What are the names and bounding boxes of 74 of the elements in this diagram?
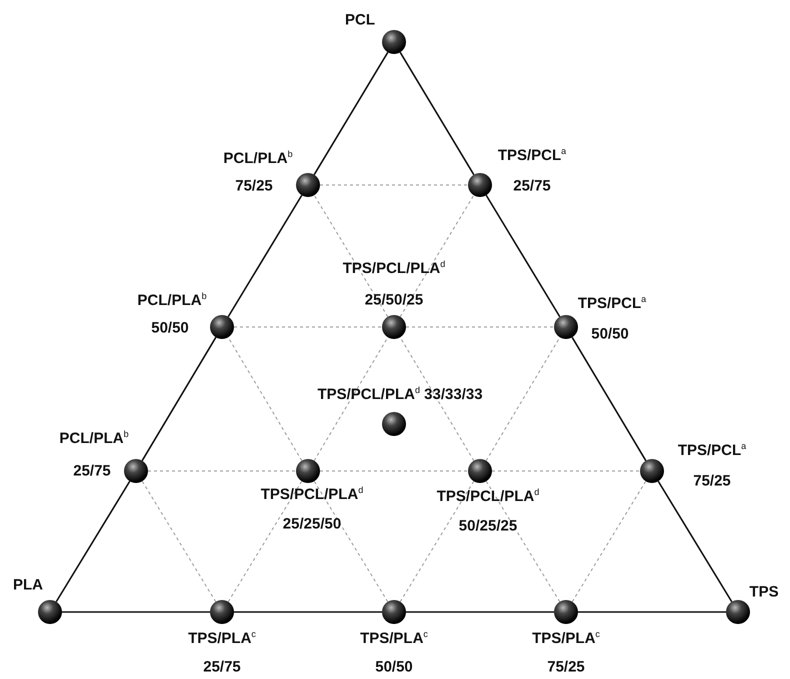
dashed-grid-line: [400, 194, 474, 318]
triangle-side-line: [406, 611, 554, 613]
dashed-grid-line: [148, 470, 296, 472]
triangle-side-line: [486, 194, 560, 318]
sphere-marker: [124, 459, 148, 483]
sphere-marker: [296, 173, 320, 197]
dashed-grid-line: [572, 480, 646, 602]
triangle-side-line: [578, 611, 726, 613]
point-label: PCL/PLA$^{b}$: [223, 150, 293, 166]
point-label: TPS/PLA$^{c}$: [188, 630, 256, 646]
sphere-marker: [38, 600, 62, 624]
dashed-grid-line: [320, 184, 468, 186]
dashed-grid-line: [486, 336, 560, 462]
sphere-marker: [210, 315, 234, 339]
triangle-side-line: [314, 52, 388, 176]
dashed-grid-line: [320, 470, 468, 472]
sphere-marker: [382, 412, 406, 436]
sphere-marker: [296, 459, 320, 483]
sphere-marker: [382, 30, 406, 54]
triangle-side-line: [228, 194, 302, 318]
dashed-grid-line: [314, 480, 388, 602]
triangle-side-line: [56, 480, 130, 602]
sphere-marker: [554, 600, 578, 624]
sphere-marker: [210, 600, 234, 624]
point-label: 50/50: [151, 320, 189, 336]
sphere-marker: [554, 315, 578, 339]
point-label: TPS/PCL/PLA$^{d}$: [260, 486, 364, 502]
point-label: TPS/PCL$^{a}$: [678, 442, 746, 458]
point-label: PLA: [13, 578, 43, 592]
point-label: TPS/PCL/PLA$^{d}$ 33/33/33: [317, 386, 483, 402]
point-label: PCL/PLA$^{b}$: [137, 292, 207, 308]
point-label: 50/25/25: [458, 518, 518, 534]
point-label: PCL/PLA$^{b}$: [59, 430, 129, 446]
point-label: 25/75: [73, 464, 111, 478]
dashed-grid-line: [314, 194, 388, 318]
point-label: PCL: [345, 12, 375, 28]
point-label: 75/25: [693, 474, 731, 488]
triangle-side-line: [571, 336, 647, 462]
dashed-grid-line: [400, 480, 474, 602]
dashed-grid-line: [228, 336, 302, 462]
triangle-side-line: [141, 336, 217, 462]
sphere-marker: [382, 315, 406, 339]
triangle-side-line: [62, 611, 210, 613]
sphere-marker: [468, 459, 492, 483]
point-label: 75/25: [547, 660, 585, 674]
dashed-grid-line: [486, 480, 560, 602]
point-label: TPS/PCL/PLA$^{d}$: [436, 488, 540, 504]
dashed-grid-line: [400, 336, 474, 462]
dashed-grid-line: [142, 480, 216, 602]
point-label: 25/25/50: [282, 516, 342, 532]
point-label: 50/50: [375, 660, 413, 674]
point-label: TPS/PLA$^{c}$: [360, 630, 428, 646]
dashed-grid-line: [406, 326, 554, 328]
triangle-side-line: [658, 480, 732, 602]
sphere-marker: [382, 600, 406, 624]
point-label: TPS/PLA$^{c}$: [532, 630, 600, 646]
point-label: TPS: [749, 584, 779, 600]
triangle-side-line: [400, 52, 474, 176]
sphere-marker: [726, 600, 750, 624]
dashed-grid-line: [314, 336, 388, 462]
point-label: TPS/PCL$^{a}$: [578, 295, 646, 311]
dashed-grid-line: [492, 470, 640, 472]
point-label: TPS/PCL$^{a}$: [498, 147, 566, 163]
dashed-grid-line: [228, 480, 302, 602]
point-label: 25/50/25: [364, 292, 424, 308]
sphere-marker: [468, 173, 492, 197]
point-label: 75/25: [235, 178, 273, 194]
dashed-grid-line: [234, 326, 382, 328]
point-label: TPS/PCL/PLA$^{d}$: [342, 260, 446, 276]
point-label: 50/50: [591, 326, 629, 342]
triangle-side-line: [234, 611, 382, 613]
sphere-marker: [640, 459, 664, 483]
point-label: 25/75: [203, 660, 241, 674]
point-label: 25/75: [513, 178, 551, 194]
